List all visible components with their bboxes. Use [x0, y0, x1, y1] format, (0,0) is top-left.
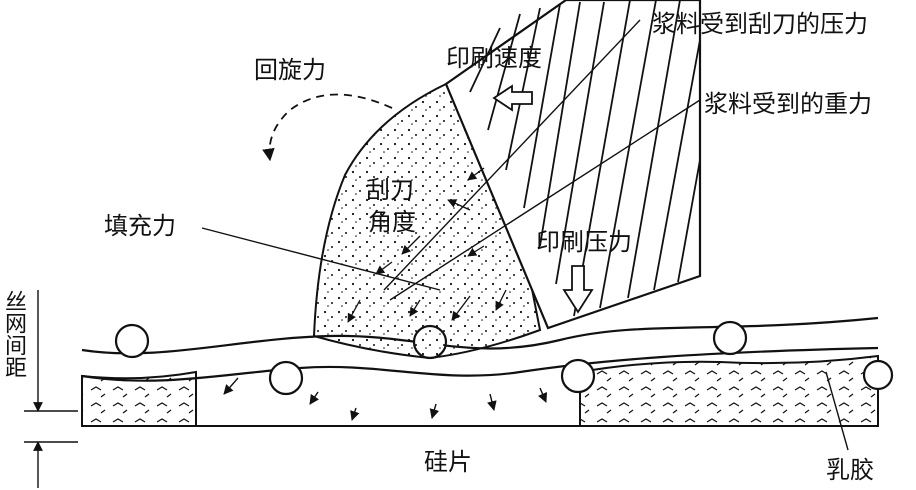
label-blade-angle-line1: 刮刀: [366, 176, 414, 204]
label-print-pressure: 印刷压力: [536, 228, 632, 256]
label-wafer: 硅片: [424, 448, 472, 476]
label-paste-gravity: 浆料受到的重力: [704, 90, 872, 118]
label-rotation-force: 回旋力: [254, 56, 326, 84]
label-print-speed: 印刷速度: [446, 44, 542, 72]
label-blade-angle-line2: 角度: [368, 208, 416, 236]
label-emulsion: 乳胶: [826, 456, 874, 484]
emulsion-right: [579, 354, 879, 427]
print-speed-arrow: [492, 84, 533, 112]
gap-dimension: [24, 290, 78, 488]
label-screen-gap: 丝网间距: [1, 290, 26, 378]
leader-lines: [201, 19, 849, 451]
print-pressure-arrow: [562, 265, 594, 314]
label-fill-force: 填充力: [104, 212, 176, 240]
label-paste-blade-pressure: 浆料受到刮刀的压力: [652, 10, 868, 38]
rotation-arc: [262, 93, 393, 162]
squeegee-blade: [444, 0, 702, 330]
paste-flow-arrows: [223, 377, 548, 421]
paste-internal-arrows: [347, 167, 507, 323]
